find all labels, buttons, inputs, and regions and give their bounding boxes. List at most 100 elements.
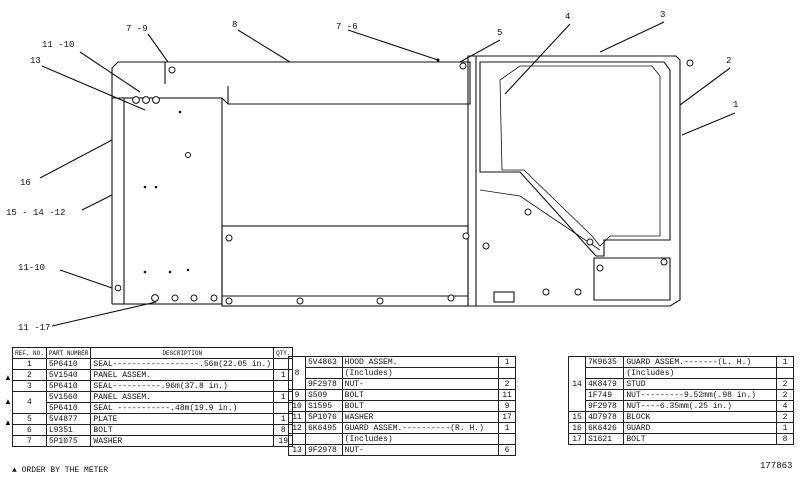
table-cell: 6K6495 xyxy=(305,422,343,434)
callout-16: 16 xyxy=(20,178,31,188)
meter-mark-3: ▲ xyxy=(4,397,12,406)
table-cell: 9F2978 xyxy=(305,378,343,390)
right-guard xyxy=(467,55,681,307)
table-cell: GUARD ASSEM.-------(L. H.) xyxy=(623,356,777,368)
table-cell: 1 xyxy=(776,422,794,434)
table-cell: NUT---------9.52mm(.98 in.) xyxy=(623,389,777,401)
table-cell: NUT- xyxy=(341,444,500,456)
table-cell xyxy=(776,367,794,379)
header-ref: REF. NO. xyxy=(12,347,47,359)
table-cell: 6K6426 xyxy=(584,422,625,434)
callout-13: 13 xyxy=(30,56,41,66)
header-part: PART NUMBER xyxy=(45,347,92,359)
table-cell: 11 xyxy=(498,389,516,401)
table-cell: 1F749 xyxy=(584,389,625,401)
table-cell xyxy=(584,367,625,379)
table-cell: 5P6410 xyxy=(45,358,92,370)
table-cell: HOOD ASSEM. xyxy=(341,356,500,368)
table-cell xyxy=(498,367,516,379)
table-cell: L9351 xyxy=(45,424,92,436)
table-cell: 7K9635 xyxy=(584,356,625,368)
table-cell: 5P6410 xyxy=(45,380,92,392)
table-cell: BLOCK xyxy=(623,411,777,423)
table-cell: 5V4863 xyxy=(305,356,343,368)
table-cell: BOLT xyxy=(341,400,500,412)
parts-diagram xyxy=(39,21,736,327)
table-row: (Includes) xyxy=(288,433,516,445)
table-cell: 8 xyxy=(288,356,306,390)
table-row: REF. NO. PART NUMBER DESCRIPTION QTY. xyxy=(12,347,294,359)
table-cell xyxy=(288,433,306,445)
table-cell: PLATE xyxy=(90,413,275,425)
table-cell: 5V4877 xyxy=(45,413,92,425)
table-cell: 5P1075 xyxy=(45,435,92,447)
table-cell: SEAL----------.96m(37.8 in.) xyxy=(90,380,275,392)
table-cell: 16 xyxy=(568,422,586,434)
table-cell: S1595 xyxy=(305,400,343,412)
table-cell: SEAL -----------.48m(19.9 in.) xyxy=(90,402,275,414)
table-cell: NUT- xyxy=(341,378,500,390)
table-cell: NUT----6.35mm(.25 in.) xyxy=(623,400,777,412)
header-desc: DESCRIPTION xyxy=(90,347,275,359)
table-cell: 5V1560 xyxy=(45,391,92,403)
meter-mark-1: ▲ xyxy=(4,373,12,382)
callout-3: 3 xyxy=(660,10,666,20)
table-cell: 3 xyxy=(12,380,47,392)
callout-11-17: 11 -17 xyxy=(18,323,51,333)
callout-5: 5 xyxy=(497,28,503,38)
table-cell: 2 xyxy=(776,389,794,401)
table-cell: 5P1076 xyxy=(305,411,343,423)
callout-2: 2 xyxy=(726,56,732,66)
table-cell: 5V1540 xyxy=(45,369,92,381)
table-cell: 4K8479 xyxy=(584,378,625,390)
table-cell: 6 xyxy=(498,444,516,456)
callout-7-9: 7 -9 xyxy=(126,24,148,34)
center-panel xyxy=(221,225,469,307)
table-cell: 9F2978 xyxy=(584,400,625,412)
right-lower-block xyxy=(593,257,671,301)
table-cell: PANEL ASSEM. xyxy=(90,391,275,403)
callout-11-10-top: 11 -10 xyxy=(42,40,75,50)
table-cell: 4 xyxy=(776,400,794,412)
table-cell xyxy=(305,433,343,445)
meter-mark-4: ▲ xyxy=(4,418,12,427)
table-cell: 10 xyxy=(288,400,306,412)
table-cell: 7 xyxy=(12,435,47,447)
table-cell: 9F2978 xyxy=(305,444,343,456)
table-cell: 8 xyxy=(776,433,794,445)
table-cell: 1 xyxy=(12,358,47,370)
callout-11-10-bottom: 11-10 xyxy=(18,263,46,273)
table-cell: 15 xyxy=(568,411,586,423)
table-cell: 9 xyxy=(288,389,306,401)
table-cell: 2 xyxy=(776,378,794,390)
table-row: (Includes) xyxy=(569,367,794,379)
table-cell: SEAL------------------.56m(22.05 in.) xyxy=(90,358,275,370)
table-cell: BOLT xyxy=(90,424,275,436)
table-cell: (Includes) xyxy=(623,367,777,379)
table-cell: BOLT xyxy=(341,389,500,401)
table-cell: 1 xyxy=(498,422,516,434)
table-cell: 4D7978 xyxy=(584,411,625,423)
table-cell: S1621 xyxy=(584,433,625,445)
table-cell: 1 xyxy=(776,356,794,368)
table-cell: 17 xyxy=(498,411,516,423)
table-cell: WASHER xyxy=(341,411,500,423)
figure-number: 177863 xyxy=(760,461,793,471)
